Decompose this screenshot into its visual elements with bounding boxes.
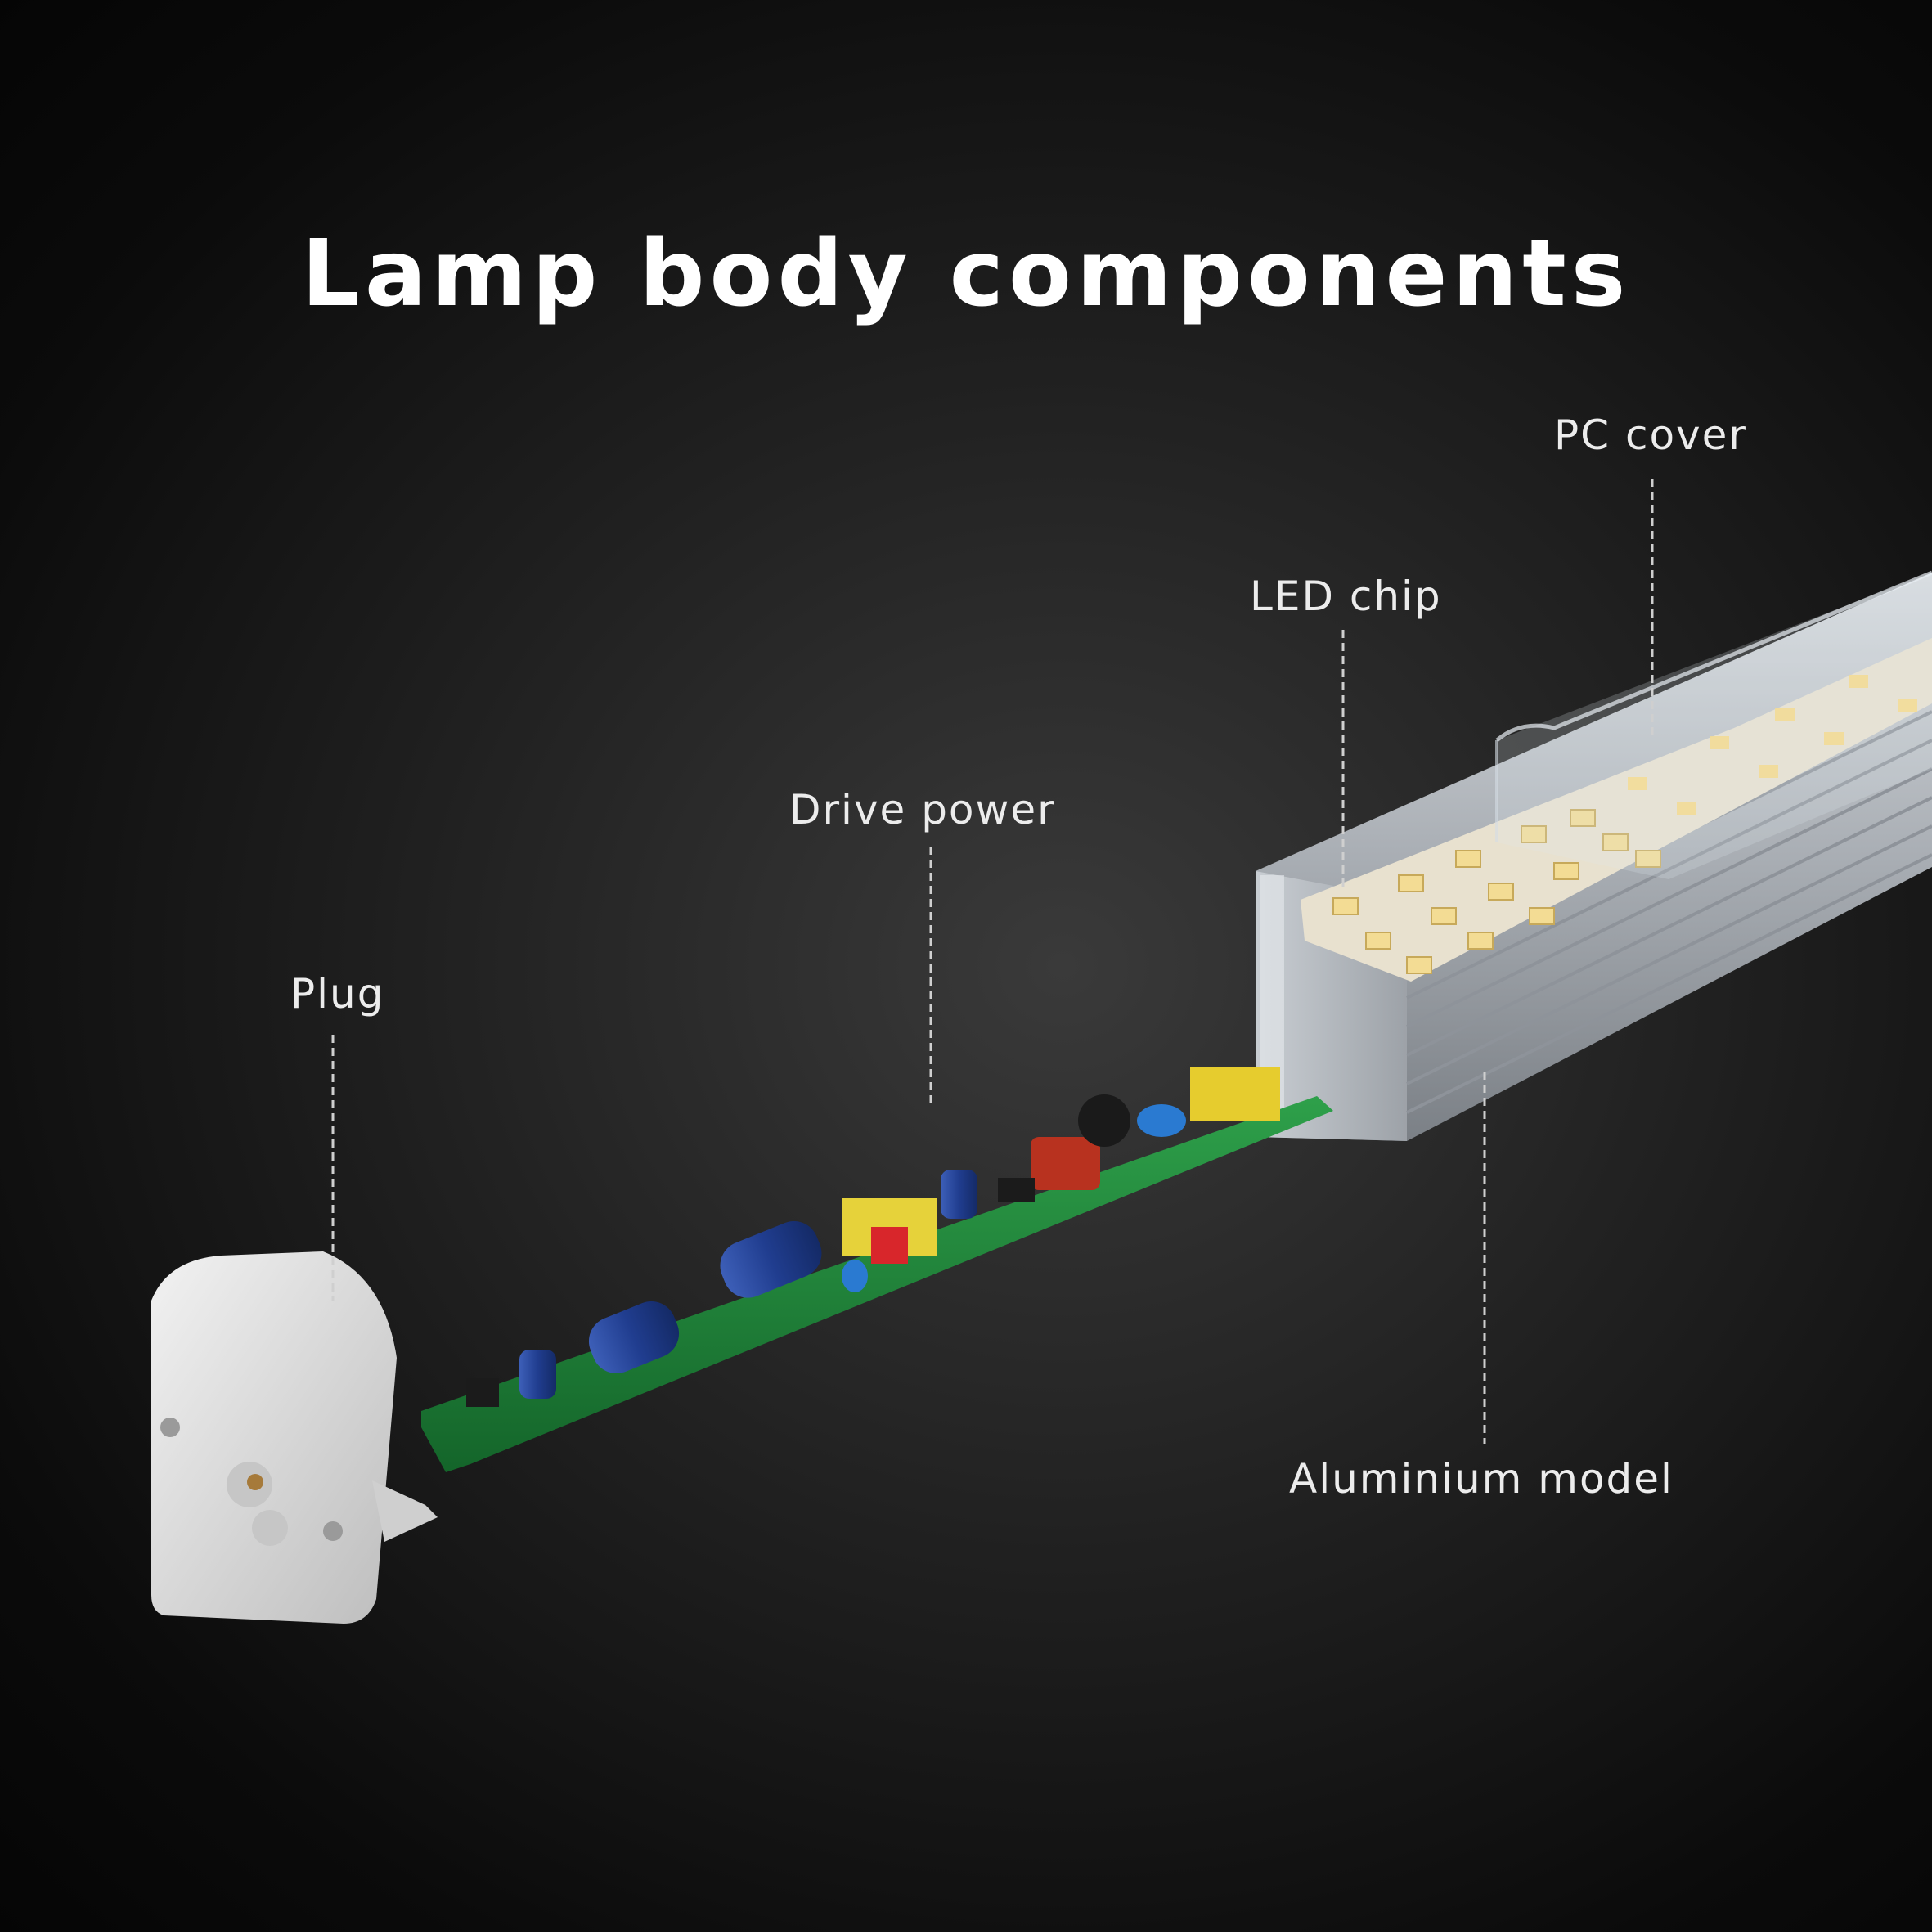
- ceramic-capacitor: [1137, 1104, 1186, 1137]
- inductor: [1078, 1094, 1130, 1147]
- ic-chips: [466, 1178, 1035, 1407]
- film-capacitor-red: [1031, 1137, 1100, 1190]
- page-title: Lamp body components: [301, 221, 1631, 327]
- led-board: [1301, 638, 1932, 982]
- label-led-chip: LED chip: [1250, 573, 1442, 620]
- label-plug: Plug: [290, 970, 385, 1018]
- capacitor: [519, 1170, 977, 1399]
- plug-screw-hole: [160, 1418, 180, 1437]
- label-drive-power: Drive power: [789, 786, 1056, 833]
- led-chip-array: [1332, 809, 1661, 974]
- covered-led-chips: [1628, 675, 1917, 815]
- leader-lines: [331, 479, 1654, 1444]
- label-pc-cover: PC cover: [1554, 411, 1747, 459]
- plug-end-cap: [151, 1251, 438, 1624]
- plug-screw-hole: [323, 1521, 343, 1541]
- label-aluminium-model: Aluminium model: [1289, 1455, 1674, 1503]
- pc-cover: [1495, 570, 1932, 879]
- film-capacitor-yellow: [1190, 1067, 1280, 1121]
- drive-power-board: [421, 1067, 1333, 1472]
- transformer: [842, 1198, 937, 1264]
